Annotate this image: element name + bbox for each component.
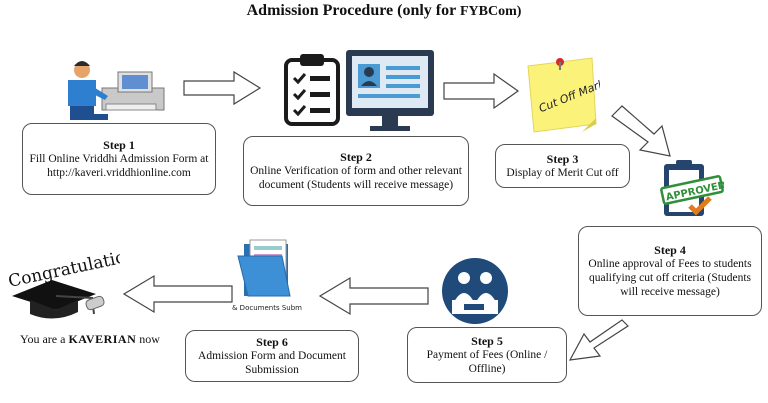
payment-desk-icon [442,258,508,324]
step-5-box: Step 5 Payment of Fees (Online / Offline… [407,327,567,383]
arrow-step4-to-step5 [568,319,629,361]
step-5-text: Payment of Fees (Online / Offline) [426,349,548,375]
step-2-text: Online Verification of form and other re… [250,165,462,191]
step-5-label: Step 5 [471,334,503,348]
step-3-text: Display of Merit Cut off [506,167,619,179]
checklist-icon [284,54,340,126]
step-4-label: Step 4 [654,243,686,257]
step-4-box: Step 4 Online approval of Fees to studen… [578,226,762,316]
step-2-label: Step 2 [340,150,372,164]
step-4-text: Online approval of Fees to students qual… [588,258,752,298]
step-1-box: Step 1 Fill Online Vriddhi Admission For… [22,123,216,195]
kaverian-suffix: now [139,332,160,346]
arrow-step1-to-step2 [183,70,262,106]
graduation-cap-icon: Congratulations [7,243,120,319]
folder-caption: Form & Documents Submission [232,304,302,312]
arrow-step5-to-step6 [318,276,429,316]
kaverian-word: KAVERIAN [68,332,137,346]
step-3-box: Step 3 Display of Merit Cut off [495,144,630,188]
step-6-box: Step 6 Admission Form and Document Submi… [185,330,359,382]
approved-clipboard-icon: APPROVED [660,160,724,216]
step-3-label: Step 3 [546,152,579,166]
kaverian-prefix: You are a [20,332,66,346]
step-6-label: Step 6 [256,335,288,349]
kaverian-line: You are a KAVERIAN now [20,332,160,347]
step-1-text: Fill Online Vriddhi Admission Form at ht… [29,153,209,179]
step-6-text: Admission Form and Document Submission [198,350,346,376]
title-main: Admission Procedure (only for [246,2,456,19]
computer-user-icon [68,61,165,120]
title-suffix: FYBCom) [459,4,522,19]
arrow-step6-to-final [122,274,233,314]
arrow-step2-to-step3 [443,72,520,110]
folder-icon: Form & Documents Submission [232,239,302,312]
page-title: Admission Procedure (only for FYBCom) [0,2,768,20]
step-1-label: Step 1 [103,138,135,152]
monitor-profile-icon [346,50,434,131]
sticky-note-icon: Cut Off Marks [527,57,600,133]
arrow-step3-to-step4 [611,105,671,157]
step-2-box: Step 2 Online Verification of form and o… [243,136,469,206]
